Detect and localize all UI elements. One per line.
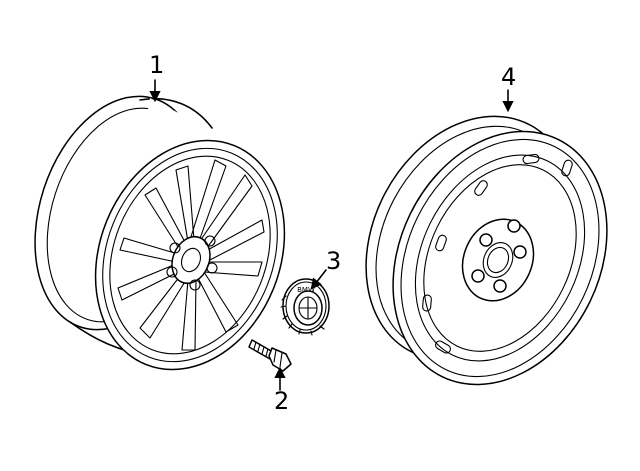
callout-1: 1 [149,51,164,79]
cap-logo-text: BMW [297,286,315,294]
center-cap-part-3: BMW [280,278,330,336]
alloy-wheel-part-1 [34,95,286,371]
wheel-bolt-part-2 [248,339,292,372]
callout-2: 2 [274,387,289,415]
callout-4: 4 [501,63,516,91]
steel-wheel-part-4 [365,115,608,386]
callout-3: 3 [326,247,341,275]
callout-3-leader [310,269,327,290]
